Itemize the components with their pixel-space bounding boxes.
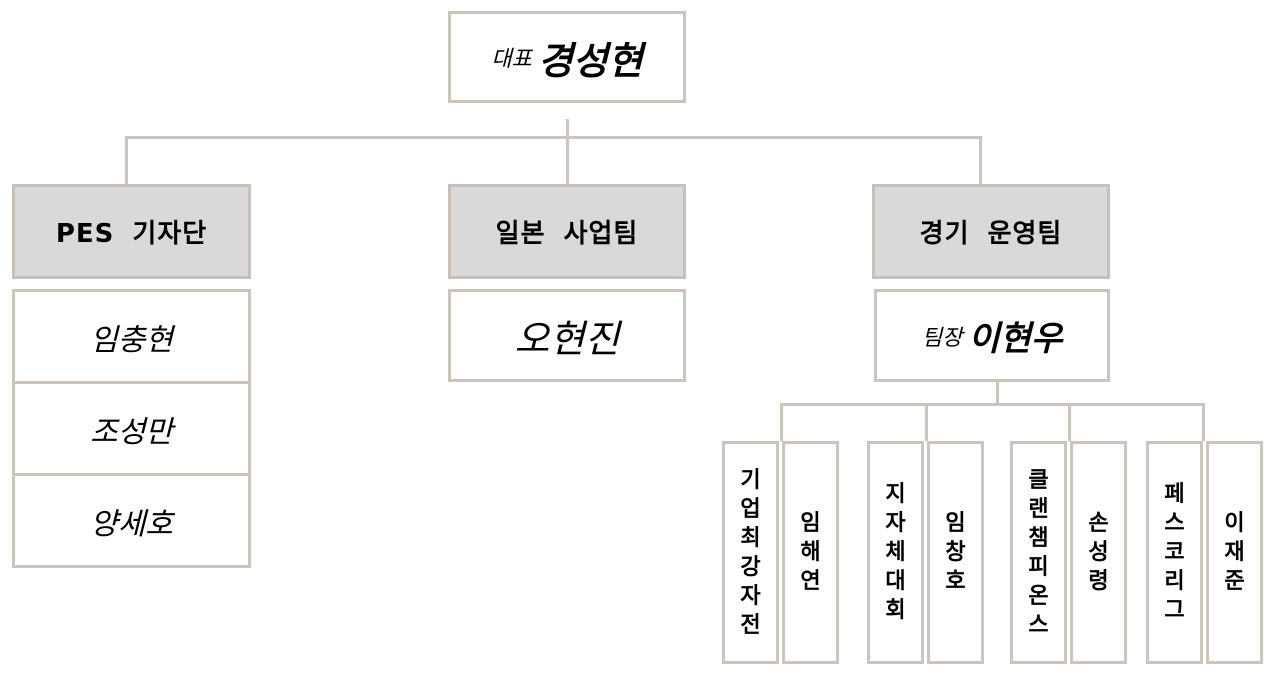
connector-sub2-drop	[925, 403, 928, 441]
ceo-title: 대표	[491, 47, 532, 72]
subgroup-name: 지자체대회	[885, 482, 906, 623]
member-box: 임충현	[12, 289, 251, 384]
member-box: 조성만	[12, 381, 251, 476]
team-header-japan: 일본 사업팀	[448, 184, 686, 279]
subgroup-box: 클랜챔피온스	[1010, 441, 1067, 664]
connector-sub3-drop	[1068, 403, 1071, 441]
subgroup-member: 임해연	[800, 511, 821, 594]
team-name: 일본 사업팀	[495, 219, 639, 249]
member-box: 오현진	[448, 289, 686, 382]
connector-sub1-drop	[780, 403, 783, 441]
subgroup-member-box: 이재준	[1206, 441, 1263, 664]
team-name: PES 기자단	[55, 219, 208, 249]
subgroup-name: 클랜챔피온스	[1028, 467, 1049, 638]
leader-name: 이현우	[968, 319, 1063, 359]
connector-sub-horizontal	[780, 403, 1205, 406]
subgroup-member: 임창호	[945, 511, 966, 594]
subgroup-box: 기업최강자전	[722, 441, 779, 664]
leader-title: 팀장	[921, 325, 963, 351]
subgroup-box: 지자체대회	[867, 441, 924, 664]
team-leader-box: 팀장 이현우	[874, 289, 1110, 382]
member-name: 오현진	[514, 317, 620, 361]
member-name: 양세호	[90, 506, 173, 542]
team-name: 경기 운영팀	[919, 219, 1063, 249]
connector-team3-drop	[979, 136, 982, 184]
connector-team1-drop	[125, 136, 128, 184]
connector-ceo-down	[566, 119, 569, 138]
connector-leader-down	[996, 382, 999, 405]
member-box: 양세호	[12, 473, 251, 568]
subgroup-member: 이재준	[1224, 511, 1245, 594]
member-name: 임충현	[90, 322, 173, 358]
subgroup-member-box: 임해연	[782, 441, 839, 664]
member-name: 조성만	[90, 414, 173, 450]
subgroup-name: 페스코리그	[1164, 482, 1185, 623]
connector-team2-drop	[566, 136, 569, 184]
connector-sub4-drop	[1202, 403, 1205, 441]
subgroup-member-box: 임창호	[927, 441, 984, 664]
ceo-name: 경성현	[537, 38, 643, 83]
subgroup-member-box: 손성령	[1070, 441, 1127, 664]
team-header-pes: PES 기자단	[12, 184, 251, 279]
subgroup-member: 손성령	[1088, 511, 1109, 594]
ceo-box: 대표 경성현	[448, 11, 686, 103]
team-header-operations: 경기 운영팀	[872, 184, 1110, 279]
subgroup-box: 페스코리그	[1146, 441, 1203, 664]
connector-main-horizontal	[125, 136, 982, 139]
subgroup-name: 기업최강자전	[740, 467, 761, 638]
